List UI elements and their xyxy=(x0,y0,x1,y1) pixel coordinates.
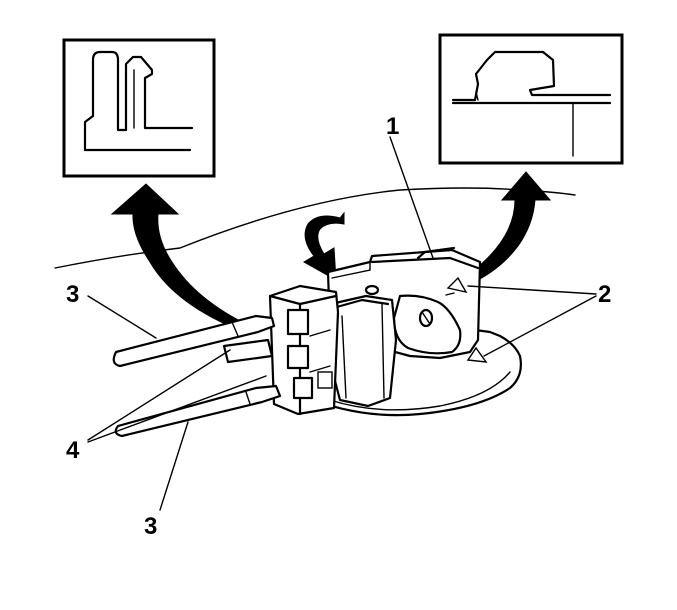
callout-1: 1 xyxy=(386,113,399,140)
detail-inset-left xyxy=(62,38,216,178)
callout-3-top: 3 xyxy=(66,281,79,308)
leader-lines xyxy=(87,136,597,511)
door-handle-assembly xyxy=(298,246,522,417)
callout-2: 2 xyxy=(598,281,611,308)
electrical-connector xyxy=(222,284,340,416)
clip-marker-lower-icon xyxy=(466,346,488,363)
detail-inset-right xyxy=(438,33,624,165)
callout-4: 4 xyxy=(66,437,80,464)
curved-arrow-right-icon xyxy=(465,171,552,285)
rotation-arrow-icon xyxy=(303,211,345,281)
curved-arrow-left-icon xyxy=(110,183,251,333)
cable-lower xyxy=(114,384,282,438)
clip-marker-upper-icon xyxy=(445,276,468,296)
cable-upper xyxy=(112,314,276,368)
callout-3-bottom: 3 xyxy=(144,513,157,540)
